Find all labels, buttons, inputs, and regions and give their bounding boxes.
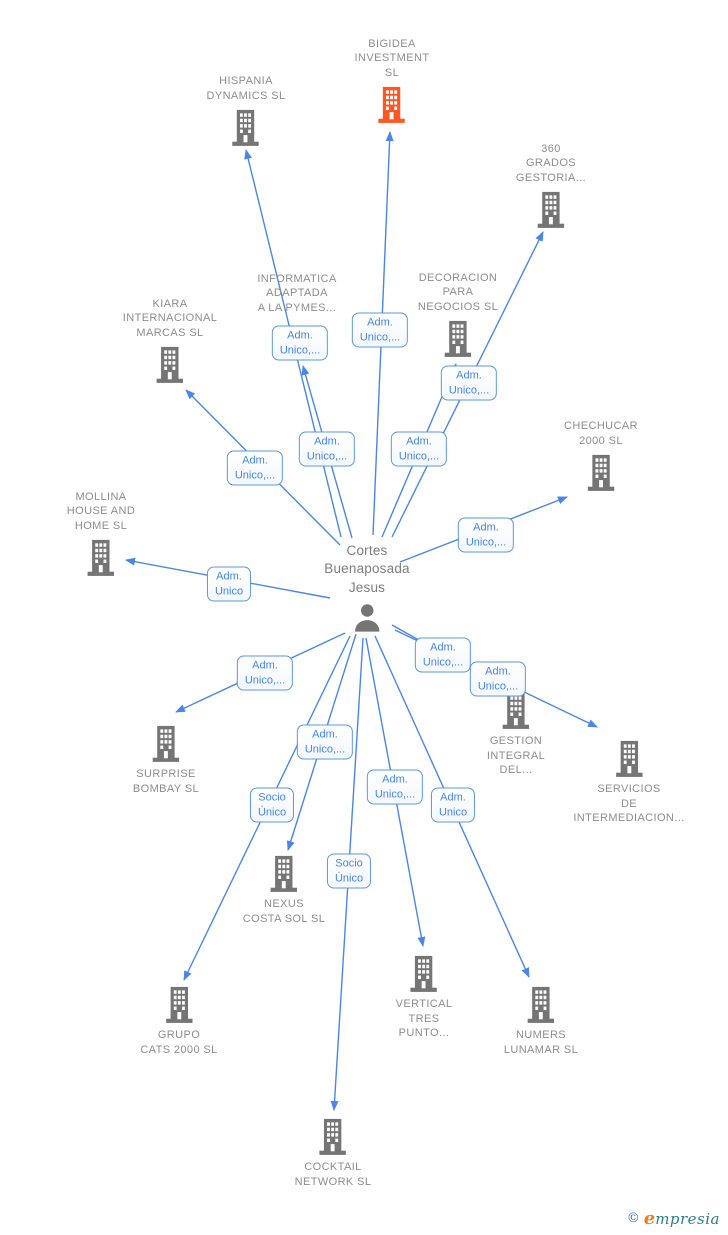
edge-label-numers[interactable]: Adm.Unico [430,787,476,823]
edge-label-nexus[interactable]: Adm.Unico,... [296,724,354,760]
brand-text: empresia [643,1208,720,1229]
building-icon [498,690,534,730]
building-icon [440,318,476,358]
edge-label-gestion[interactable]: Adm.Unico,... [414,637,472,673]
building-icon [374,84,410,124]
building-icon [611,738,647,778]
building-icon [152,344,188,384]
building-icon [228,107,264,147]
building-icon [83,537,119,577]
building-icon [161,984,197,1024]
edge-label-surprise[interactable]: Adm.Unico,... [236,655,294,691]
edge-label-mollina[interactable]: Adm.Unico [206,566,252,602]
edge-label-decoracion[interactable]: Adm.Unico,... [440,365,498,401]
building-icon [148,723,184,763]
copyright-icon: © [626,1211,640,1226]
edge-label-vertical[interactable]: Adm.Unico,... [366,769,424,805]
edge-label-chechucar[interactable]: Adm.Unico,... [457,517,515,553]
building-icon [523,984,559,1024]
edge-label-grados360[interactable]: Adm.Unico,... [390,431,448,467]
building-icon [315,1116,351,1156]
building-icon [533,189,569,229]
person-icon [350,601,384,635]
edge-label-servicios[interactable]: Adm.Unico,... [469,661,527,697]
building-icon [266,853,302,893]
empresia-logo[interactable]: © empresia [627,1208,720,1229]
building-icon [406,953,442,993]
edge-label-hispania[interactable]: Adm.Unico,... [298,431,356,467]
edge-label-informatica[interactable]: Adm.Unico,... [271,325,329,361]
building-icon [583,452,619,492]
edge-label-bigidea[interactable]: Adm.Unico,... [351,312,409,348]
edge-label-kiara[interactable]: Adm.Unico,... [226,450,284,486]
